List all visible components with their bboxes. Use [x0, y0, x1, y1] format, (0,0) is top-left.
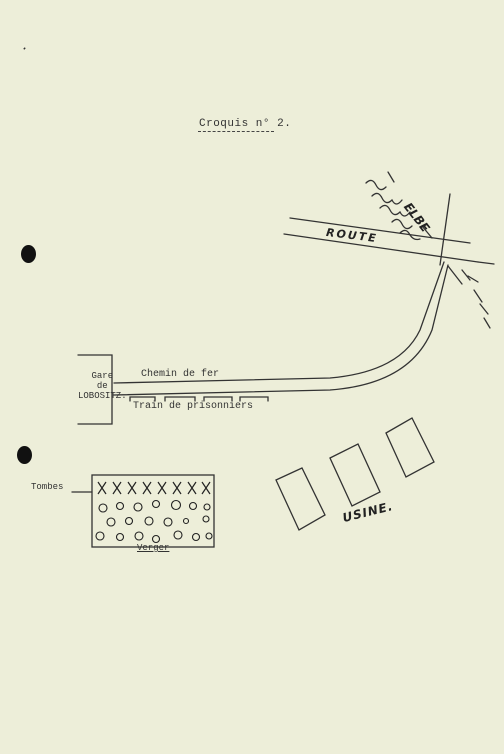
railway-line — [113, 264, 449, 396]
graves-label: Tombes — [31, 482, 64, 492]
sketch-title: Croquis n° 2. — [199, 118, 292, 130]
station-label-line: Gare — [91, 371, 114, 381]
factory-building — [385, 417, 435, 478]
punch-hole — [17, 446, 32, 464]
punch-hole — [21, 245, 36, 263]
factory-building — [329, 443, 381, 507]
orchard-trees — [95, 499, 213, 544]
orchard-label: Verger — [137, 543, 170, 553]
station-label-line: LOBOSITZ. — [78, 391, 127, 401]
title-underline — [198, 131, 274, 132]
station-bracket — [77, 354, 113, 425]
grave-crosses — [97, 481, 211, 495]
train-label: Train de prisonniers — [133, 401, 254, 412]
road-edge — [283, 233, 479, 263]
railway-line — [113, 261, 445, 384]
station-label-line: de — [96, 381, 108, 391]
factory-building — [275, 467, 326, 531]
train-cars — [129, 396, 269, 402]
road-edge — [289, 217, 471, 244]
station-label: Gare de LOBOSITZ. — [78, 371, 127, 401]
railway-label: Chemin de fer — [141, 369, 220, 380]
orchard-box — [91, 474, 215, 548]
river-bank-line — [439, 193, 451, 266]
